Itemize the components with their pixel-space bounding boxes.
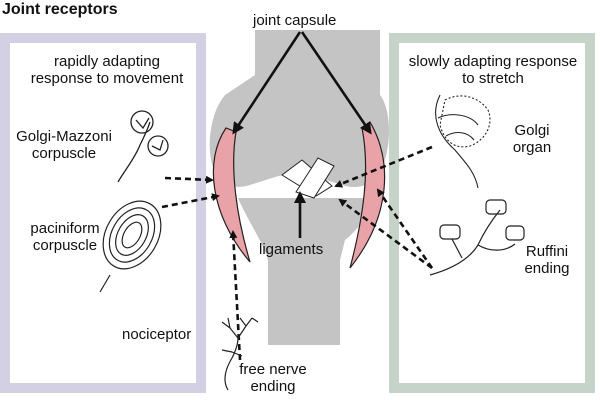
ruffini-ending-icon [429, 199, 525, 276]
joint-capsule-right [349, 121, 386, 269]
free-nerve-ending-icon [221, 317, 259, 391]
paciniform-corpuscle-icon [99, 200, 162, 293]
left-panel-heading: rapidly adapting response to movement [30, 53, 184, 87]
femur-bone [209, 30, 389, 188]
right-panel [389, 33, 595, 393]
diagram-title: Joint receptors [2, 1, 118, 18]
ligaments-shape [281, 157, 335, 199]
ligaments-label: ligaments [259, 241, 324, 258]
golgi-mazzoni-label: Golgi-Mazzoni corpuscle [16, 128, 112, 162]
golgi-organ-icon [435, 94, 491, 189]
joint-capsule-left [212, 127, 251, 263]
nociceptor-label: nociceptor [122, 326, 192, 343]
ruffini-ending-label: Ruffini ending [524, 243, 570, 277]
golgi-mazzoni-corpuscle-icon [117, 110, 169, 183]
tibia-bone [238, 198, 370, 345]
left-panel [0, 33, 206, 393]
golgi-organ-label: Golgi organ [512, 122, 552, 156]
joint-capsule-label: joint capsule [253, 12, 337, 29]
free-nerve-ending-label: free nerve ending [239, 361, 307, 395]
right-panel-heading: slowly adapting response to stretch [408, 53, 578, 87]
paciniform-label: paciniform corpuscle [30, 220, 100, 254]
